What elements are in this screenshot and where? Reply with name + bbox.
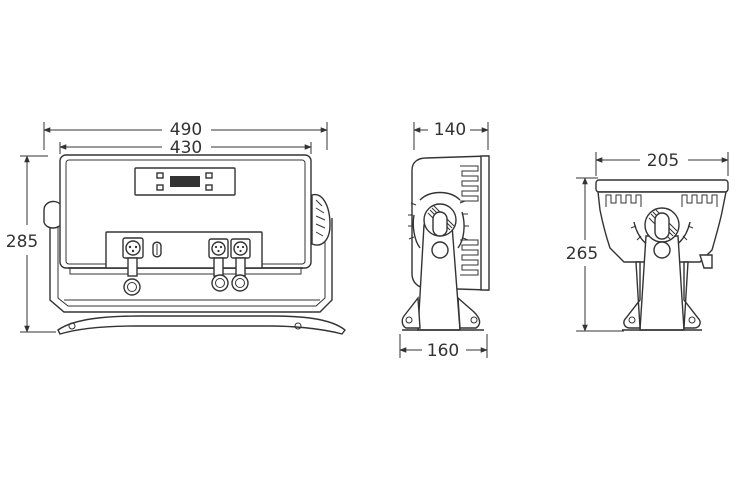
side-fins-bottom	[460, 239, 479, 276]
top-fins-left	[605, 194, 642, 207]
top-view: 205 265	[566, 151, 729, 332]
front-down-button	[205, 172, 213, 179]
front-power-cap	[123, 278, 141, 296]
side-depth-base-label: 160	[427, 341, 459, 361]
front-base-hole-right	[294, 322, 302, 330]
front-dmx-in-cable	[213, 257, 224, 277]
top-bracket-left	[623, 261, 641, 329]
top-bracket-lug-right	[699, 254, 713, 269]
side-base-foot-right	[457, 296, 481, 329]
side-lens-bezel	[480, 155, 490, 291]
side-base-foot-left	[401, 296, 421, 329]
front-dmx-out-cap	[231, 274, 249, 292]
side-depth-top-label: 140	[434, 120, 466, 140]
front-width-inner-label: 430	[170, 138, 202, 158]
side-pivot	[431, 241, 449, 259]
front-menu-button	[156, 172, 164, 179]
side-view: 140 160	[399, 120, 490, 361]
front-width-outer-label: 490	[170, 120, 202, 140]
top-housing-band	[595, 179, 729, 193]
front-up-button	[156, 184, 164, 191]
front-yoke-knob-right	[311, 193, 331, 246]
top-bracket-right	[683, 261, 701, 329]
front-view: 490 430 285	[6, 120, 346, 335]
front-height-label: 285	[6, 232, 38, 252]
top-width-label: 205	[647, 151, 679, 171]
front-enter-button	[205, 184, 213, 191]
front-yoke-bracket	[49, 210, 333, 313]
front-base-hole-left	[68, 322, 76, 330]
top-pivot	[653, 241, 671, 259]
front-power-cable	[127, 257, 138, 277]
side-yoke-arm	[417, 224, 461, 331]
front-display-screen	[170, 176, 200, 187]
side-tilt-scale	[412, 191, 465, 249]
front-dmx-out-cable	[235, 257, 246, 277]
top-height-label: 265	[566, 244, 598, 264]
front-base-plate	[57, 315, 346, 335]
top-fins-right	[681, 194, 718, 207]
front-dmx-in-cap	[211, 274, 229, 292]
side-fins-top	[460, 165, 479, 202]
